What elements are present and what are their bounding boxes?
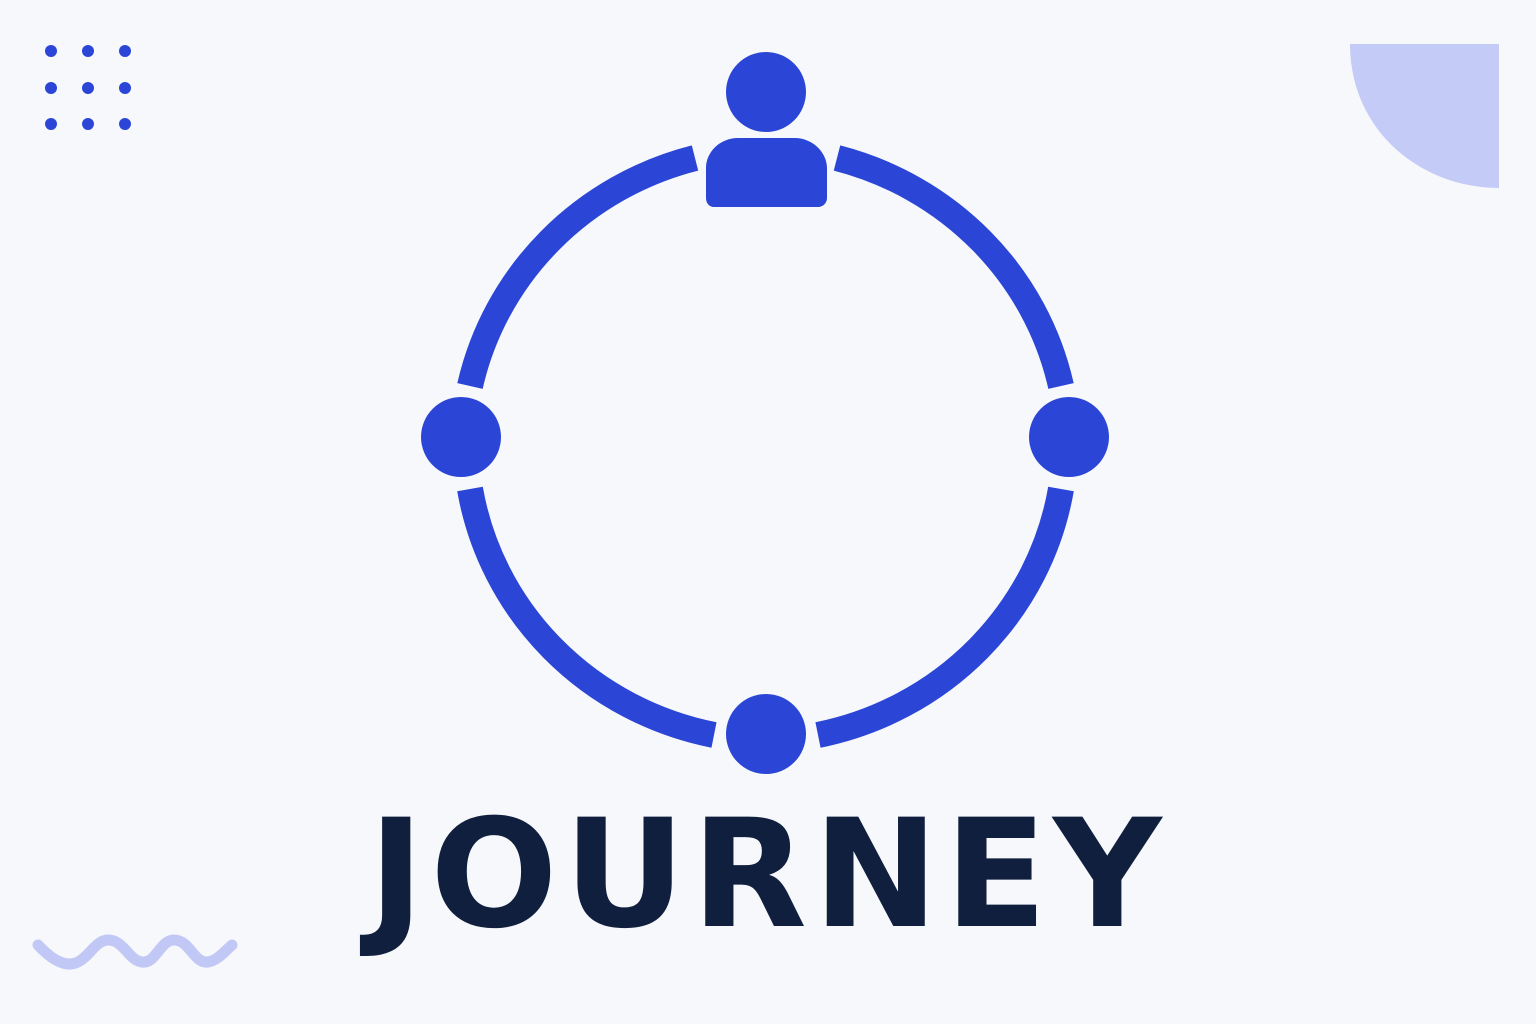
ring-arc-bottom-left [457,486,717,748]
person-head [726,52,806,132]
ring-arc-top-right [833,145,1074,389]
journey-ring [457,145,1074,748]
journey-node-right [1029,397,1109,477]
person-body [706,138,827,207]
ring-arc-bottom-right [815,486,1074,748]
half-circle-shape [1350,44,1499,188]
journey-node-bottom [726,694,806,774]
journey-title: JOURNEY [368,788,1168,962]
ring-arc-top-left [457,145,699,389]
wave-icon [32,934,238,970]
dot-grid-icon [45,45,131,130]
journey-node-left [421,397,501,477]
person-icon [706,52,827,207]
